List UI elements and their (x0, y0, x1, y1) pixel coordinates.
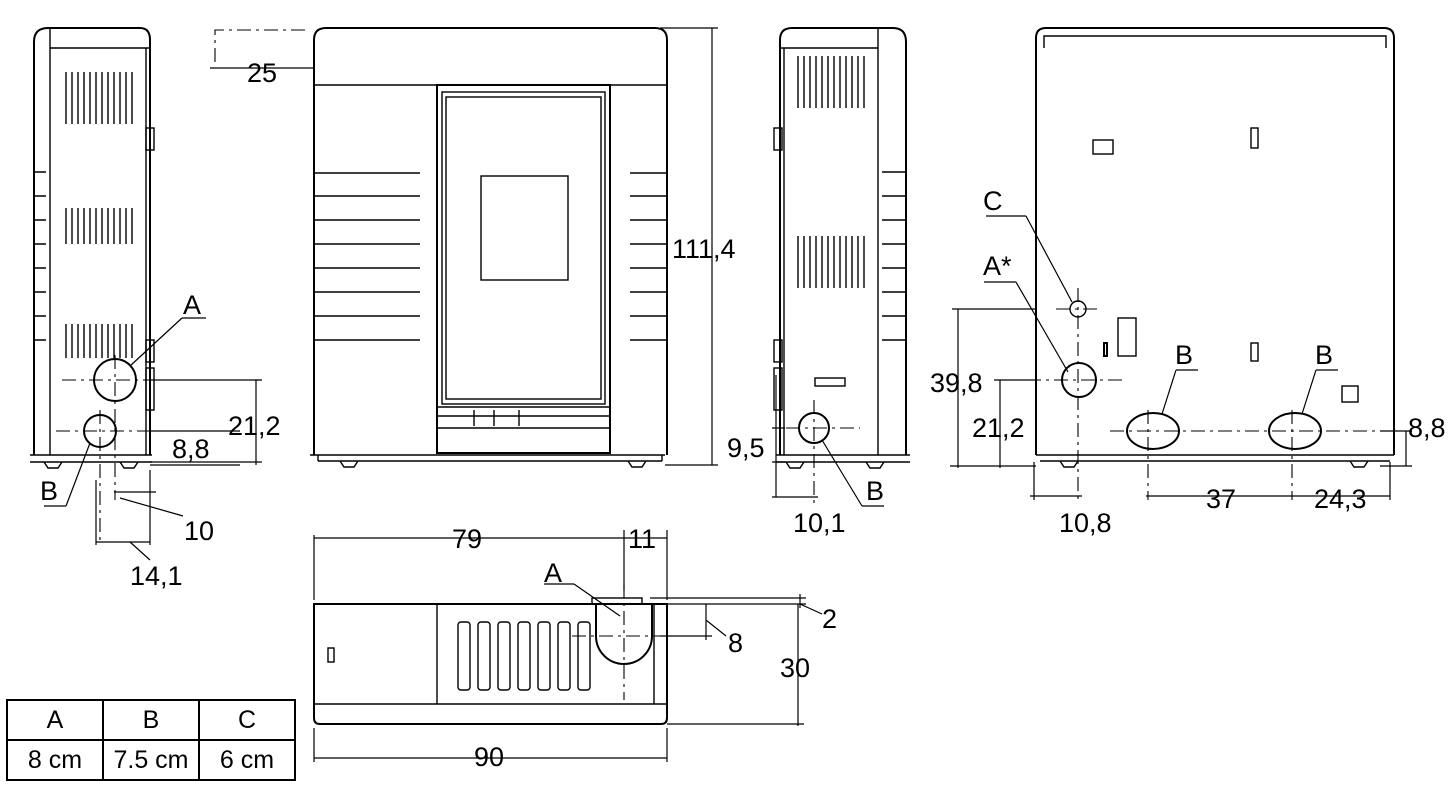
label-b-left: B (40, 476, 58, 506)
legend-value-row: 8 cm 7.5 cm 6 cm (6, 739, 296, 781)
label-c-rear: C (983, 186, 1003, 216)
front-view (210, 27, 718, 468)
dim-2: 2 (822, 604, 837, 634)
legend-value-a: 8 cm (6, 739, 104, 781)
label-b-rear-right: B (1315, 340, 1333, 370)
label-a-star-rear: A* (983, 251, 1012, 281)
legend-header-b: B (102, 699, 200, 741)
dim-24-3: 24,3 (1314, 484, 1367, 514)
dim-11: 11 (628, 524, 656, 554)
dim-111-4: 111,4 (672, 234, 736, 264)
dim-25: 25 (247, 58, 277, 88)
dim-8: 8 (728, 628, 743, 658)
dim-10-8: 10,8 (1059, 508, 1112, 538)
dim-9-5: 9,5 (727, 433, 765, 463)
label-b-rear-left: B (1175, 340, 1193, 370)
dim-21-2-left: 21,2 (228, 411, 281, 441)
legend-header-row: A B C (6, 699, 296, 741)
dim-14-1: 14,1 (130, 561, 183, 591)
top-view (313, 530, 823, 762)
dim-8-8-left: 8,8 (172, 434, 210, 464)
legend-header-c: C (198, 699, 296, 741)
left-side-view (30, 27, 262, 561)
legend-header-a: A (6, 699, 104, 741)
right-side-view (772, 27, 910, 507)
rear-view (950, 27, 1412, 500)
label-a-left: A (183, 290, 201, 320)
legend-value-c: 6 cm (198, 739, 296, 781)
label-b-right: B (866, 476, 884, 506)
dim-8-8-rear: 8,8 (1408, 413, 1446, 443)
dim-37: 37 (1206, 484, 1236, 514)
dim-79: 79 (452, 524, 482, 554)
dim-30: 30 (780, 653, 810, 683)
legend-value-b: 7.5 cm (102, 739, 200, 781)
dim-10: 10 (184, 516, 214, 546)
dim-90: 90 (474, 742, 504, 772)
label-a-top: A (544, 558, 562, 588)
dim-39-8: 39,8 (930, 368, 983, 398)
dim-10-1: 10,1 (793, 508, 846, 538)
dim-21-2-rear: 21,2 (972, 413, 1025, 443)
pipe-diameter-legend: A B C 8 cm 7.5 cm 6 cm (6, 699, 296, 781)
